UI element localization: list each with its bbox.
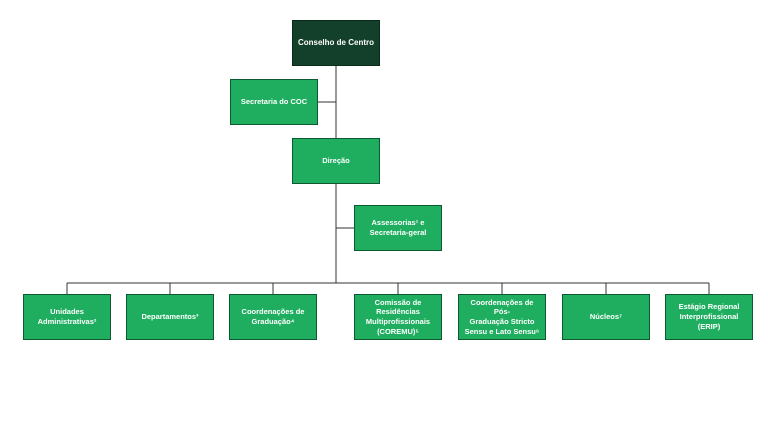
unit-label: Unidades Administrativas² xyxy=(37,307,97,326)
unit-label: Departamentos³ xyxy=(141,312,199,322)
council-box: Conselho de Centro xyxy=(292,20,380,66)
advisory-label: Assessorias¹ e Secretaria-geral xyxy=(369,218,427,237)
unit-label: Núcleos⁷ xyxy=(589,312,623,322)
unit-box-undergrad-coordinations: Coordenações de Graduação⁴ xyxy=(229,294,317,340)
secretariat-label: Secretaria do COC xyxy=(240,97,308,107)
unit-label: Coordenações de Graduação⁴ xyxy=(241,307,305,326)
council-label: Conselho de Centro xyxy=(297,37,374,47)
unit-box-postgrad-coordinations: Coordenações de Pós- Graduação Stricto S… xyxy=(458,294,546,340)
direction-box: Direção xyxy=(292,138,380,184)
direction-label: Direção xyxy=(322,156,350,166)
unit-box-erip: Estágio Regional Interprofissional (ERIP… xyxy=(665,294,753,340)
unit-label: Coordenações de Pós- Graduação Stricto S… xyxy=(464,297,540,336)
unit-box-coremu: Comissão de Residências Multiprofissiona… xyxy=(354,294,442,340)
unit-box-nuclei: Núcleos⁷ xyxy=(562,294,650,340)
advisory-box: Assessorias¹ e Secretaria-geral xyxy=(354,205,442,251)
unit-label: Estágio Regional Interprofissional (ERIP… xyxy=(678,302,740,331)
unit-box-administrative: Unidades Administrativas² xyxy=(23,294,111,340)
secretariat-box: Secretaria do COC xyxy=(230,79,318,125)
unit-label: Comissão de Residências Multiprofissiona… xyxy=(365,297,431,336)
unit-box-departments: Departamentos³ xyxy=(126,294,214,340)
